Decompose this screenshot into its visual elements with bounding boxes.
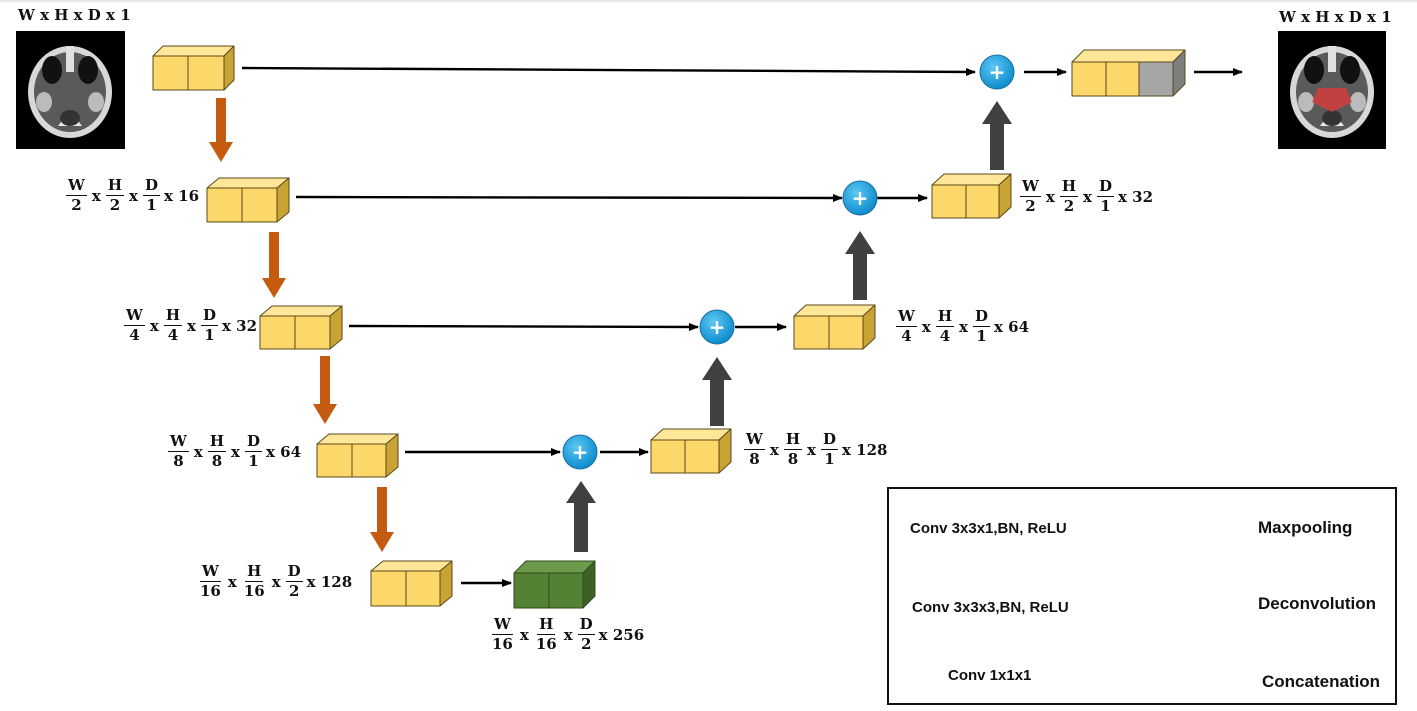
maxpool-arrow-3 [313,356,337,424]
concat-circle-3 [699,309,735,345]
decoder-block-1 [931,173,1012,219]
encoder-block-3 [316,433,399,478]
bottleneck-block [513,560,596,609]
concat-circle-1 [979,54,1015,90]
encoder-block-0 [152,45,235,91]
deconv-arrow-1 [566,481,596,552]
legend-conv111-label: Conv 1x1x1 [948,667,1032,684]
maxpool-arrow-2 [262,232,286,298]
concat-circle-2 [842,180,878,216]
skip-connection-3 [348,322,699,331]
maxpool-arrow-1 [209,98,233,162]
legend-conv333-label: Conv 3x3x3,BN, ReLU [912,599,1069,616]
legend-maxpooling-label: Maxpooling [1258,518,1353,537]
concat-circle-4 [562,434,598,470]
encoder-block-4 [370,560,453,607]
maxpool-arrow-4 [370,487,394,552]
input-size-label: W x H x D x 1 [18,6,131,24]
plus-sign: + [572,440,589,464]
encoder-block-1 [206,177,290,223]
output-size-label: W x H x D x 1 [1279,8,1392,26]
output-block [1071,49,1186,97]
deconv-arrow-4 [982,101,1012,170]
skip-connection-1 [241,66,976,76]
output-ct-scan [1278,31,1386,149]
encoder-block-2 [259,305,343,350]
legend-deconvolution-label: Deconvolution [1258,594,1377,613]
decoder-block-3 [650,428,732,474]
legend-conv331-label: Conv 3x3x1,BN, ReLU [910,520,1067,537]
legend [887,487,1397,705]
decoder-block-2 [793,304,876,350]
input-ct-scan [16,31,125,149]
plus-sign: + [852,186,869,210]
legend-concatenation-label: Concatenation [1262,672,1381,691]
plus-sign: + [989,60,1006,84]
skip-connection-2 [295,193,843,202]
deconv-arrow-2 [702,357,732,426]
deconv-arrow-3 [845,231,875,300]
plus-sign: + [709,315,726,339]
